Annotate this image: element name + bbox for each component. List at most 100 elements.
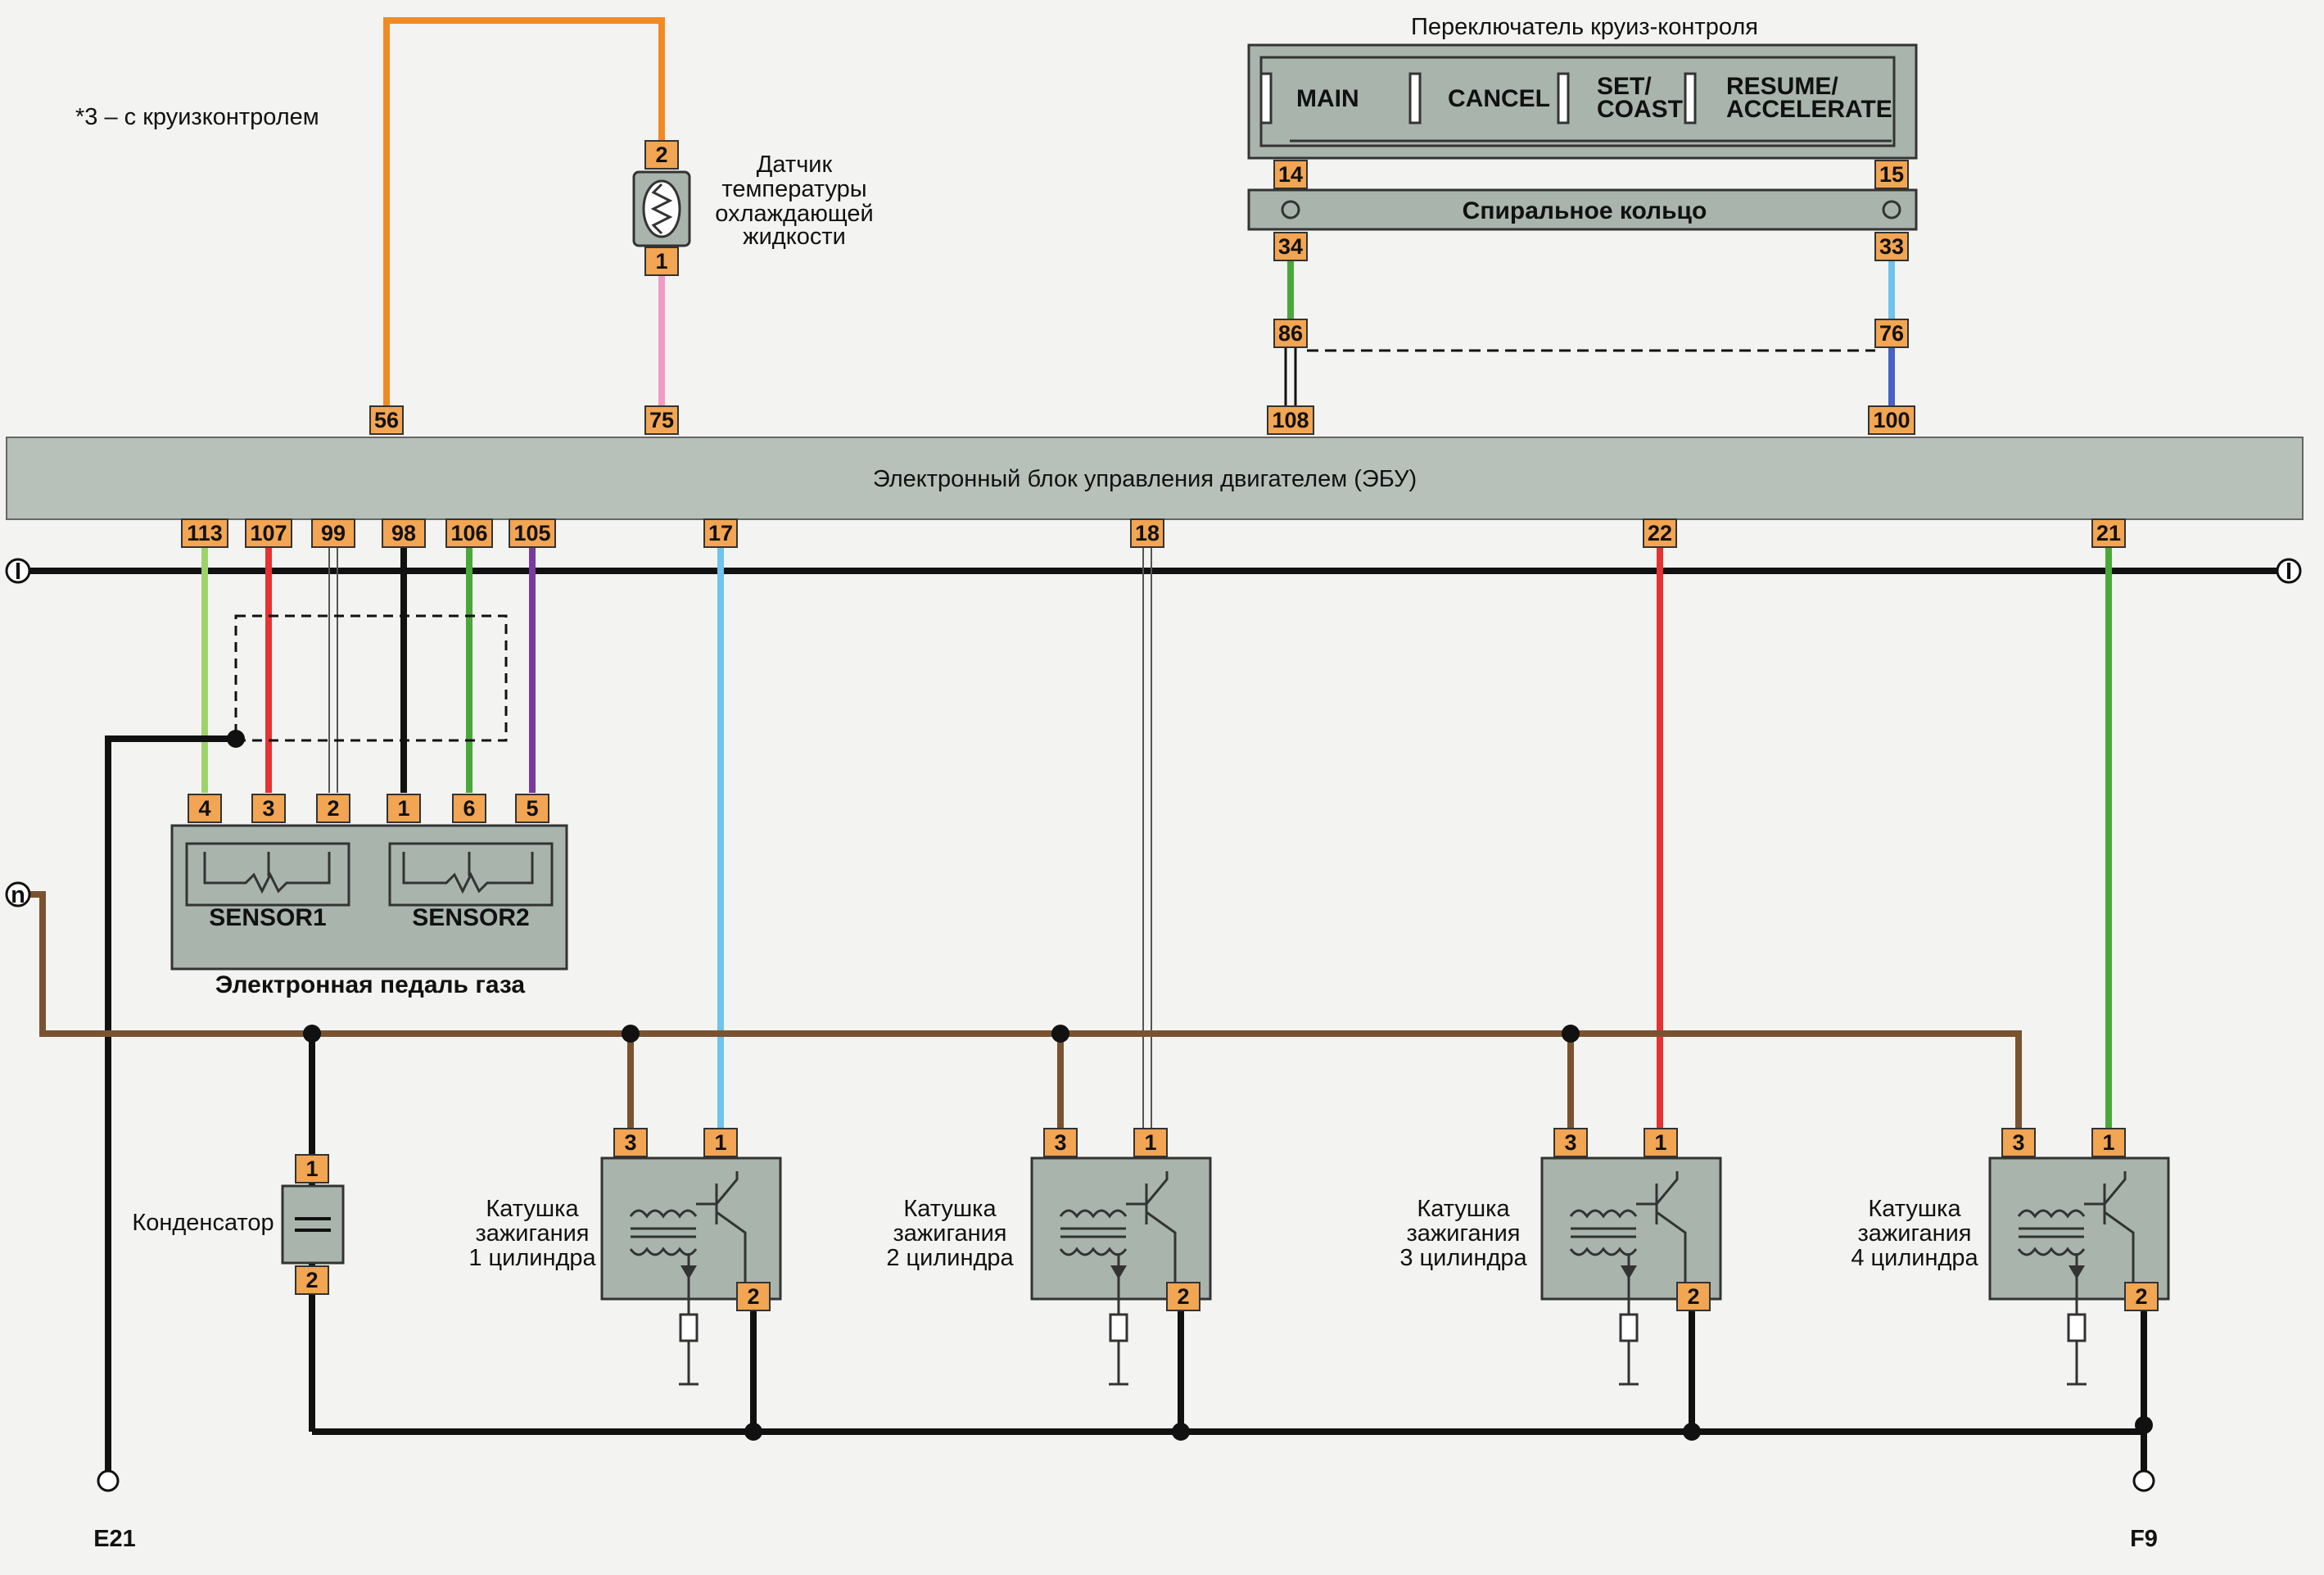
pin-ecu-17-box <box>703 518 738 548</box>
cruise-switch-body <box>1247 43 1918 160</box>
switch-main-label: MAIN <box>1296 85 1359 112</box>
pin-coil3-3-box <box>1553 1128 1588 1157</box>
pin-pedal-2: 2 <box>327 796 339 821</box>
coil3-transistor-collector-icon <box>1636 1171 1679 1206</box>
pin-coil2-2: 2 <box>1177 1284 1189 1309</box>
thermistor-icon <box>642 179 681 238</box>
junction-ground-coil1 <box>744 1423 762 1441</box>
coil2-transistor-collector-icon <box>1126 1171 1169 1206</box>
pin-ecu-22-box <box>1643 518 1677 548</box>
pin-coolant-1-box <box>644 247 679 276</box>
junction-ground-coil4 <box>2135 1416 2153 1434</box>
pin-ecu-98-box <box>382 518 426 548</box>
pin-connector-76-box <box>1874 319 1909 348</box>
pin-spiral-34: 34 <box>1278 234 1303 259</box>
pin-coil1-2-box <box>736 1282 771 1311</box>
pin-ecu-105-box <box>509 518 556 548</box>
coolant-label-line3: охлаждающей <box>715 201 873 227</box>
pin-pedal-5-box <box>515 794 549 823</box>
coil2-label-line2: зажигания <box>893 1220 1006 1247</box>
coil4-label-line2: зажигания <box>1857 1220 1971 1247</box>
switch-cancel-label: CANCEL <box>1448 85 1550 112</box>
wire-black-shield-ground <box>105 735 236 1478</box>
pin-ecu-99-box <box>311 518 355 548</box>
coolant-label-line4: жидкости <box>743 224 846 250</box>
pin-ecu-100-box <box>1868 405 1915 435</box>
pin-pedal-4-box <box>188 794 222 823</box>
pin-coil4-2: 2 <box>2135 1284 2147 1309</box>
switch-resume-icon <box>1684 72 1697 124</box>
bus-terminal-n-label: n <box>11 882 25 908</box>
ecu-label: Электронный блок управления двигателем (… <box>873 466 1417 492</box>
pin-coil2-3: 3 <box>1054 1130 1066 1155</box>
switch-cancel-icon <box>1408 72 1422 124</box>
pin-ecu-100: 100 <box>1873 408 1910 432</box>
pin-coolant-2-box <box>644 140 679 170</box>
pin-spiral-33-box <box>1874 232 1909 261</box>
pin-pedal-5: 5 <box>526 796 538 821</box>
pin-ecu-21-box <box>2091 518 2126 548</box>
pin-ecu-108-box <box>1267 405 1314 435</box>
ground-left-label: E21 <box>93 1526 136 1552</box>
pin-ecu-98: 98 <box>391 521 416 545</box>
coil4-primary-winding-icon <box>2017 1209 2086 1219</box>
pin-ecu-18-box <box>1130 518 1164 548</box>
switch-main-icon <box>1259 72 1273 124</box>
pedal-label: Электронная педаль газа <box>215 971 525 998</box>
switch-accelerate-label: ACCELERATE <box>1726 96 1892 123</box>
pin-pedal-6-box <box>452 794 486 823</box>
pin-ecu-105: 105 <box>513 521 550 545</box>
pin-ecu-56: 56 <box>374 408 399 432</box>
junction-coil1 <box>622 1025 640 1043</box>
coil3-primary-winding-icon <box>1569 1209 1638 1219</box>
pin-pedal-4: 4 <box>198 796 210 821</box>
coolant-label-line1: Датчик <box>757 152 833 178</box>
junction-ground-coil3 <box>1683 1423 1701 1441</box>
ground-terminal-left <box>97 1469 120 1492</box>
bus-terminal-right-label: I <box>2286 559 2292 585</box>
coil3-label-line2: зажигания <box>1406 1220 1520 1247</box>
pin-coil4-2-box <box>2124 1282 2159 1311</box>
pin-spiral-33: 33 <box>1879 234 1904 259</box>
pin-connector-86: 86 <box>1278 321 1303 346</box>
coil1-label-line2: зажигания <box>475 1220 589 1247</box>
pin-coolant-1: 1 <box>655 249 667 274</box>
coolant-label-line2: температуры <box>721 176 866 202</box>
pin-pedal-6: 6 <box>463 796 475 821</box>
sensor2-potentiometer-icon <box>402 852 534 894</box>
coil2-spark-plug-icon <box>1109 1313 1128 1342</box>
pin-coil2-2-box <box>1166 1282 1200 1311</box>
coil4-secondary-winding-icon <box>2017 1247 2086 1256</box>
pin-coil3-1: 1 <box>1654 1130 1666 1155</box>
pin-coil3-1-box <box>1644 1128 1678 1157</box>
pin-pedal-2-box <box>316 794 350 823</box>
pin-coil1-3: 3 <box>624 1130 636 1155</box>
pin-ecu-18: 18 <box>1135 521 1160 545</box>
pin-coolant-2: 2 <box>655 143 667 167</box>
coolant-sensor-label: Датчик температуры охлаждающей жидкости <box>715 152 873 250</box>
pin-cruise-14: 14 <box>1278 162 1303 187</box>
pin-connector-86-box <box>1273 319 1308 348</box>
pin-cruise-15-box <box>1874 160 1909 189</box>
ecu-block <box>6 437 2304 520</box>
coil2-primary-winding-icon <box>1059 1209 1128 1219</box>
pin-coil3-2: 2 <box>1687 1284 1699 1309</box>
bus-terminal-left <box>5 558 31 584</box>
shield-dashed-box <box>234 614 508 742</box>
pin-spiral-34-box <box>1273 232 1308 261</box>
coil3-label-line3: 3 цилиндра <box>1399 1245 1527 1271</box>
spiral-right-icon <box>1882 200 1901 220</box>
junction-coil3 <box>1562 1025 1580 1043</box>
switch-set-icon <box>1557 72 1570 124</box>
pin-ecu-107: 107 <box>250 521 287 545</box>
bus-terminal-left-label: I <box>15 559 21 585</box>
pin-ecu-113: 113 <box>187 521 223 545</box>
pin-ecu-106: 106 <box>450 521 487 545</box>
coil4-label-line3: 4 цилиндра <box>1851 1245 1978 1271</box>
pin-coil1-2: 2 <box>747 1284 759 1309</box>
pin-coil3-3: 3 <box>1564 1130 1576 1155</box>
pin-coil4-1: 1 <box>2102 1130 2114 1155</box>
pin-pedal-3: 3 <box>262 796 274 821</box>
